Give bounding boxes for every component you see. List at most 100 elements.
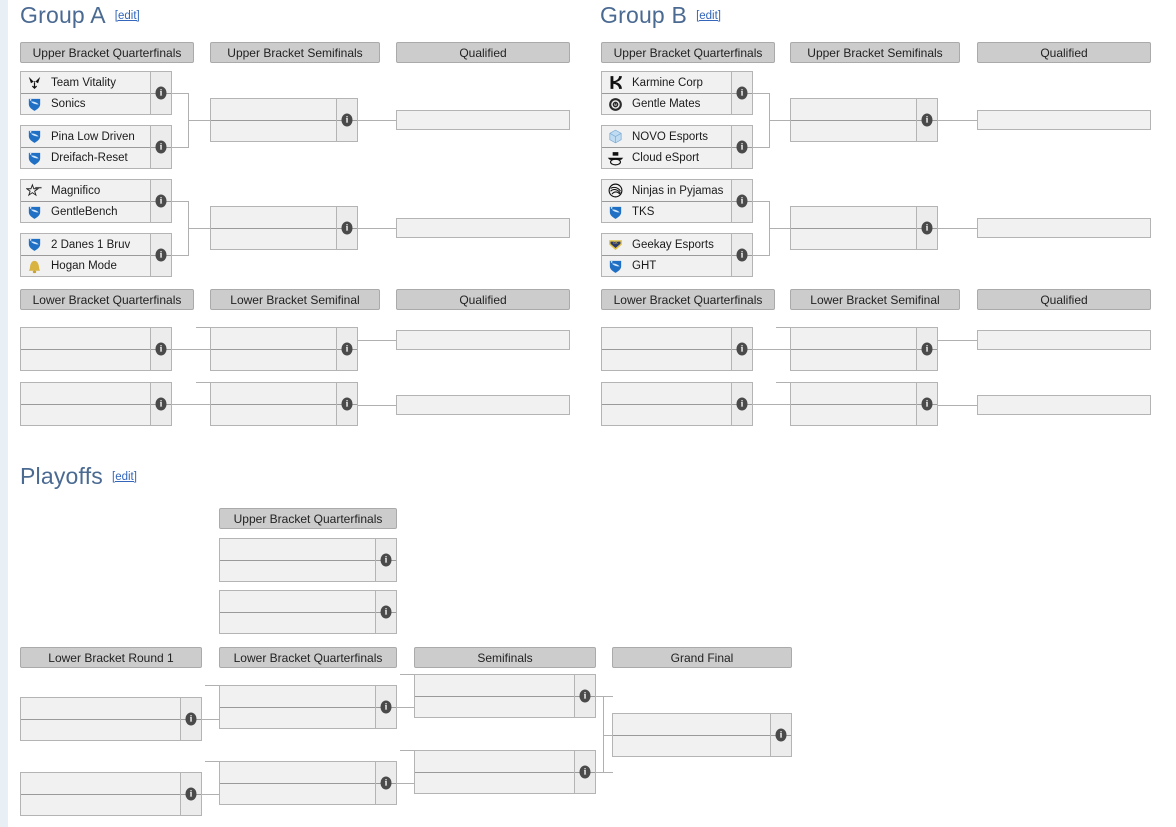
info-icon[interactable]: i	[921, 397, 933, 411]
match-gb-ubsf-2[interactable]: i	[790, 206, 938, 250]
info-icon[interactable]: i	[921, 113, 933, 127]
match-opponent-row[interactable]: Sonics	[21, 93, 171, 114]
match-ga-lbqf-2[interactable]: i	[20, 382, 172, 426]
qualified-slot-ga-lower-2[interactable]	[396, 395, 570, 415]
qualified-slot-ga-upper-2[interactable]	[396, 218, 570, 238]
match-opponent-row[interactable]	[791, 349, 937, 370]
qualified-slot-gb-upper-2[interactable]	[977, 218, 1151, 238]
info-icon[interactable]: i	[736, 86, 748, 100]
match-opponent-row[interactable]	[21, 404, 171, 425]
match-opponent-row[interactable]: Cloud eSport	[602, 147, 752, 168]
match-po-ubqf-2[interactable]: i	[219, 590, 397, 634]
match-opponent-row[interactable]	[220, 560, 396, 581]
info-icon[interactable]: i	[185, 712, 197, 726]
match-gb-ubqf-2[interactable]: NOVO Esports Cloud eSport i	[601, 125, 753, 169]
qualified-slot-gb-upper-1[interactable]	[977, 110, 1151, 130]
match-ga-ubsf-1[interactable]: i	[210, 98, 358, 142]
match-score-column[interactable]: i	[916, 382, 938, 426]
match-score-column[interactable]: i	[731, 233, 753, 277]
match-score-column[interactable]: i	[731, 71, 753, 115]
qualified-slot-ga-lower-1[interactable]	[396, 330, 570, 350]
match-score-column[interactable]: i	[150, 382, 172, 426]
match-score-column[interactable]: i	[150, 125, 172, 169]
match-gb-ubqf-3[interactable]: Ninjas in Pyjamas TKS i	[601, 179, 753, 223]
match-gb-lbsf-1[interactable]: i	[790, 327, 938, 371]
match-opponent-row[interactable]	[602, 349, 752, 370]
info-icon[interactable]: i	[341, 221, 353, 235]
match-score-column[interactable]: i	[916, 206, 938, 250]
match-opponent-row[interactable]	[21, 349, 171, 370]
match-opponent-row[interactable]	[602, 383, 752, 404]
match-opponent-row[interactable]	[791, 328, 937, 349]
match-opponent-row[interactable]: GentleBench	[21, 201, 171, 222]
match-opponent-row[interactable]: M Gentle Mates	[602, 93, 752, 114]
match-opponent-row[interactable]	[602, 328, 752, 349]
match-ga-ubqf-3[interactable]: Magnifico GentleBench i	[20, 179, 172, 223]
match-opponent-row[interactable]	[602, 404, 752, 425]
match-po-lbqf-1[interactable]: i	[219, 685, 397, 729]
match-score-column[interactable]: i	[180, 772, 202, 816]
match-opponent-row[interactable]	[21, 794, 201, 815]
match-opponent-row[interactable]	[211, 228, 357, 249]
info-icon[interactable]: i	[736, 194, 748, 208]
match-opponent-row[interactable]	[791, 207, 937, 228]
match-score-column[interactable]: i	[770, 713, 792, 757]
info-icon[interactable]: i	[155, 342, 167, 356]
info-icon[interactable]: i	[341, 342, 353, 356]
match-opponent-row[interactable]	[21, 719, 201, 740]
info-icon[interactable]: i	[579, 689, 591, 703]
info-icon[interactable]: i	[380, 776, 392, 790]
qualified-slot-gb-lower-2[interactable]	[977, 395, 1151, 415]
match-score-column[interactable]: i	[180, 697, 202, 741]
match-opponent-row[interactable]	[791, 228, 937, 249]
match-opponent-row[interactable]: Karmine Corp	[602, 72, 752, 93]
match-opponent-row[interactable]	[791, 404, 937, 425]
match-opponent-row[interactable]	[791, 383, 937, 404]
info-icon[interactable]: i	[736, 397, 748, 411]
info-icon[interactable]: i	[155, 397, 167, 411]
match-opponent-row[interactable]: 2 Danes 1 Bruv	[21, 234, 171, 255]
info-icon[interactable]: i	[341, 113, 353, 127]
info-icon[interactable]: i	[155, 86, 167, 100]
match-score-column[interactable]: i	[375, 761, 397, 805]
match-opponent-row[interactable]	[791, 99, 937, 120]
match-opponent-row[interactable]	[220, 612, 396, 633]
info-icon[interactable]: i	[736, 248, 748, 262]
qualified-slot-ga-upper-1[interactable]	[396, 110, 570, 130]
match-opponent-row[interactable]: Hogan Mode	[21, 255, 171, 276]
info-icon[interactable]: i	[380, 700, 392, 714]
match-ga-lbqf-1[interactable]: i	[20, 327, 172, 371]
match-ga-ubsf-2[interactable]: i	[210, 206, 358, 250]
match-opponent-row[interactable]	[220, 707, 396, 728]
match-po-sf-1[interactable]: i	[414, 674, 596, 718]
info-icon[interactable]: i	[155, 140, 167, 154]
match-gb-ubqf-1[interactable]: Karmine Corp M Gentle Mates i	[601, 71, 753, 115]
match-score-column[interactable]: i	[375, 590, 397, 634]
match-po-gf[interactable]: i	[612, 713, 792, 757]
match-opponent-row[interactable]: Team Vitality	[21, 72, 171, 93]
match-opponent-row[interactable]: Dreifach-Reset	[21, 147, 171, 168]
match-score-column[interactable]: i	[150, 327, 172, 371]
match-score-column[interactable]: i	[574, 674, 596, 718]
match-po-sf-2[interactable]: i	[414, 750, 596, 794]
match-po-lbr1-2[interactable]: i	[20, 772, 202, 816]
info-icon[interactable]: i	[921, 221, 933, 235]
match-opponent-row[interactable]: NOVO Esports	[602, 126, 752, 147]
match-po-lbqf-2[interactable]: i	[219, 761, 397, 805]
match-score-column[interactable]: i	[336, 98, 358, 142]
info-icon[interactable]: i	[380, 605, 392, 619]
info-icon[interactable]: i	[185, 787, 197, 801]
edit-link-playoffs[interactable]: [edit]	[112, 471, 137, 483]
match-po-lbr1-1[interactable]: i	[20, 697, 202, 741]
match-score-column[interactable]: i	[731, 382, 753, 426]
match-opponent-row[interactable]	[220, 762, 396, 783]
match-opponent-row[interactable]	[21, 383, 171, 404]
match-opponent-row[interactable]: TKS	[602, 201, 752, 222]
match-score-column[interactable]: i	[336, 206, 358, 250]
match-opponent-row[interactable]	[220, 539, 396, 560]
match-opponent-row[interactable]	[211, 404, 357, 425]
match-ga-lbsf-2[interactable]: i	[210, 382, 358, 426]
info-icon[interactable]: i	[736, 342, 748, 356]
match-opponent-row[interactable]: Magnifico	[21, 180, 171, 201]
match-gb-ubqf-4[interactable]: GK Geekay Esports GHT i	[601, 233, 753, 277]
